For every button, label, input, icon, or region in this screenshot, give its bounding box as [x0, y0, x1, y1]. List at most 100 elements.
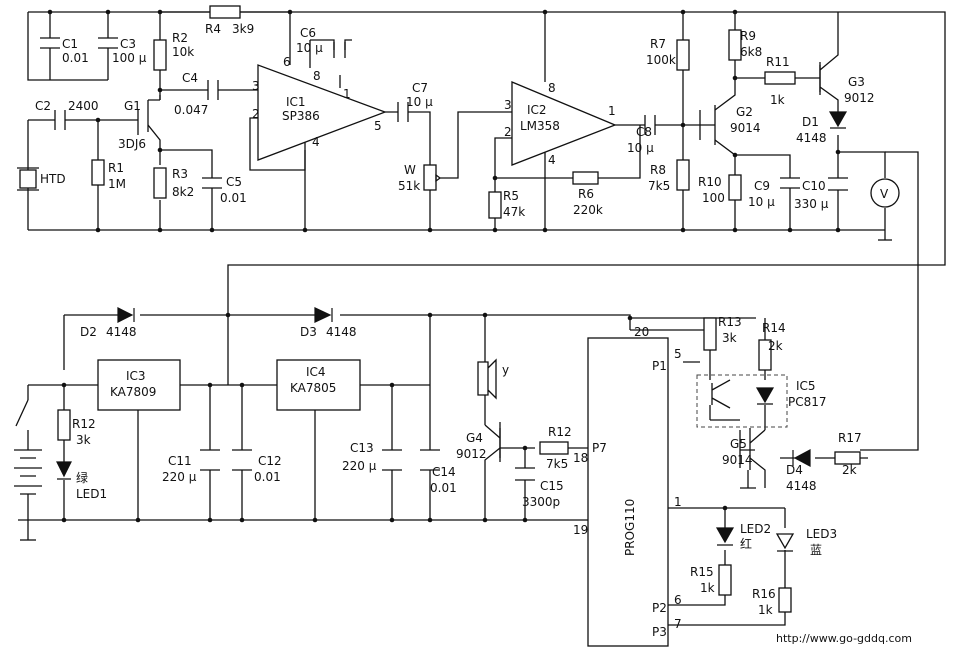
label-r12a: R12 [72, 417, 96, 431]
value-r7: 100k [646, 53, 676, 67]
ic2-opamp [511, 81, 617, 166]
label-r7: R7 [650, 37, 666, 51]
power-switch[interactable] [15, 399, 29, 427]
sensor-htd [19, 169, 37, 189]
value-d3: 4148 [326, 325, 357, 339]
value-c10: 330 μ [794, 197, 829, 211]
mcu-pin-p3: P3 [652, 625, 667, 639]
regulator-ic3 [97, 359, 181, 411]
label-c11: C11 [168, 454, 192, 468]
mcu-pin-p2: P2 [652, 601, 667, 615]
label-d3: D3 [300, 325, 317, 339]
value-g1: 3DJ6 [118, 137, 146, 151]
ic1-pin2: 2 [252, 107, 260, 121]
meter-label: V [880, 187, 889, 201]
transistor-g1-symbol [137, 100, 149, 135]
mcu-pin1: 1 [674, 495, 682, 509]
value-d4: 4148 [786, 479, 817, 493]
resistor-r17 [834, 451, 861, 465]
resistor-r5 [488, 191, 502, 219]
ic2-pin1: 1 [608, 104, 616, 118]
mcu-pin-p3-num: 7 [674, 617, 682, 631]
value-r6: 220k [573, 203, 603, 217]
bottom-wiring [18, 314, 868, 626]
resistor-r3 [153, 167, 167, 199]
value-r5: 47k [503, 205, 525, 219]
value-w: 51k [398, 179, 420, 193]
mcu-pin-p7: P7 [592, 441, 607, 455]
resistor-r13 [703, 317, 717, 351]
value-g4: 9012 [456, 447, 487, 461]
ic1-pin8: 8 [313, 69, 321, 83]
resistor-r7 [676, 39, 690, 71]
label-led2: LED2 [740, 522, 771, 536]
label-c7: C7 [412, 81, 428, 95]
label-c15: C15 [540, 479, 564, 493]
label-c9: C9 [754, 179, 770, 193]
value-c8: 10 μ [627, 141, 654, 155]
resistor-r14 [758, 339, 772, 371]
value-c9: 10 μ [748, 195, 775, 209]
value-r12a: 3k [76, 433, 91, 447]
value-r10: 100 [702, 191, 725, 205]
value-r4: 3k9 [232, 22, 254, 36]
mcu-pin-p1-num: 5 [674, 347, 682, 361]
value-g5: 9014 [722, 453, 753, 467]
label-r12b: R12 [548, 425, 572, 439]
label-c1: C1 [62, 37, 78, 51]
label-c8: C8 [636, 125, 652, 139]
resistor-r6 [572, 171, 599, 185]
resistor-r9 [728, 29, 742, 61]
value-r16: 1k [758, 603, 773, 617]
diode-d3 [314, 307, 333, 323]
value-c13: 220 μ [342, 459, 377, 473]
value-c1: 0.01 [62, 51, 89, 65]
value-r2: 10k [172, 45, 194, 59]
ic1-part: SP386 [282, 109, 320, 123]
value-c14: 0.01 [430, 481, 457, 495]
resistor-r11 [764, 71, 796, 85]
ic1-pin3: 3 [252, 79, 260, 93]
value-d1: 4148 [796, 131, 827, 145]
label-g1: G1 [124, 99, 141, 113]
label-r13: R13 [718, 315, 742, 329]
ic2-pin2: 2 [504, 125, 512, 139]
ic2-pin4: 4 [548, 153, 556, 167]
label-d2: D2 [80, 325, 97, 339]
resistor-r4 [209, 5, 241, 19]
ic1-pin1: 1 [343, 87, 351, 101]
label-c2: C2 [35, 99, 51, 113]
speaker [477, 358, 497, 400]
ic1-pin5: 5 [374, 119, 382, 133]
value-c11: 220 μ [162, 470, 197, 484]
value-c7: 10 μ [406, 95, 433, 109]
label-g4: G4 [466, 431, 483, 445]
label-c10: C10 [802, 179, 826, 193]
value-c3: 100 μ [112, 51, 147, 65]
value-r13: 3k [722, 331, 737, 345]
label-c12: C12 [258, 454, 282, 468]
label-c6: C6 [300, 26, 316, 40]
label-r15: R15 [690, 565, 714, 579]
value-c12: 0.01 [254, 470, 281, 484]
mcu-label: PROG110 [623, 499, 637, 556]
label-d1: D1 [802, 115, 819, 129]
junction-dots [47, 9, 841, 523]
ic2-pin3: 3 [504, 98, 512, 112]
watermark-url: http://www.go-gddq.com [776, 632, 912, 645]
mcu-pin-p1: P1 [652, 359, 667, 373]
ic1-name: IC1 [286, 95, 306, 109]
value-g3: 9012 [844, 91, 875, 105]
resistor-r16 [778, 587, 792, 613]
ic2-part: LM358 [520, 119, 560, 133]
value-c15: 3300p [522, 495, 560, 509]
label-r1: R1 [108, 161, 124, 175]
led1-color: 绿 [76, 470, 88, 485]
diode-d2 [117, 307, 135, 323]
regulator-ic4 [276, 359, 361, 411]
label-d4: D4 [786, 463, 803, 477]
value-r17: 2k [842, 463, 857, 477]
led2-symbol [715, 527, 735, 546]
label-led1: LED1 [76, 487, 107, 501]
